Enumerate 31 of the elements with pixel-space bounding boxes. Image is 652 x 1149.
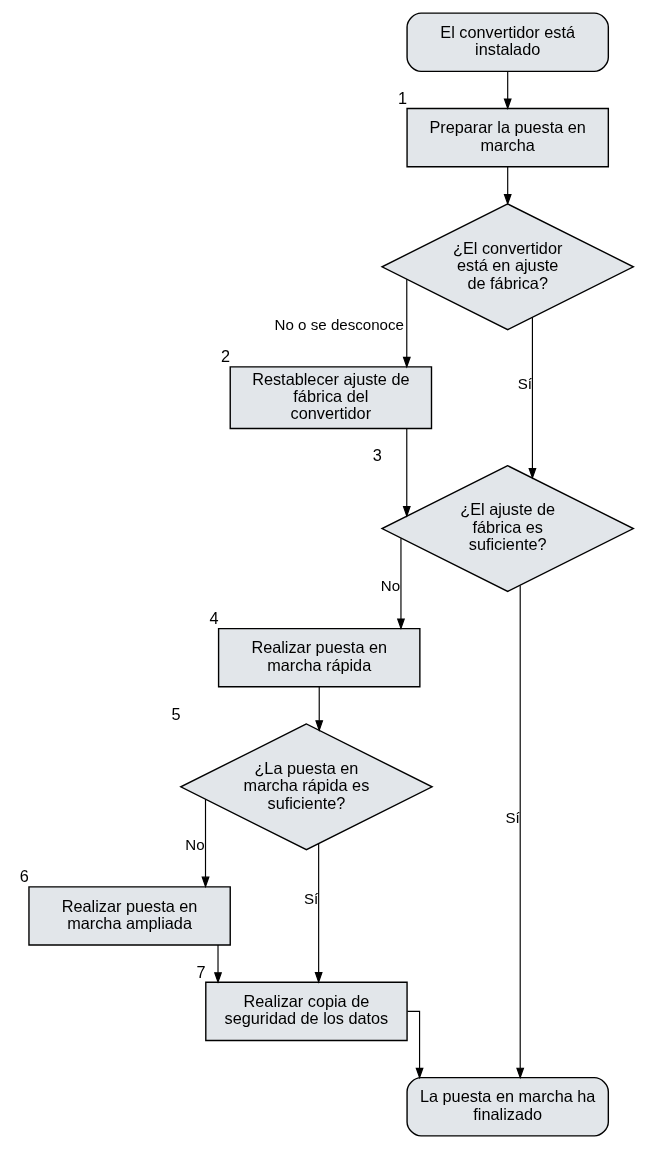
arrow [314,686,323,732]
node-box: Restablecer ajuste de fábrica del convertidor [229,366,432,430]
node-label: 3 [372,446,382,465]
arrow [402,278,411,369]
edge-label: Sí [517,374,532,392]
arrow [503,166,512,206]
arrow [503,70,512,111]
edge-label: No [380,576,400,594]
node-label: 5 [171,704,181,723]
node-box: Realizar copia de seguridad de los datos [204,981,408,1042]
node-box: La puesta en marcha ha finalizado [405,1076,609,1137]
arrow [213,944,222,984]
edge-label: Sí [505,808,520,826]
node-label: 2 [220,347,230,366]
node-box: El convertidor está instalado [405,12,609,73]
node-label: 4 [208,609,218,628]
node-label: 7 [196,962,206,981]
arrow [314,843,323,984]
node-box: Realizar puesta en marcha rápida [217,627,421,688]
node-label: 1 [397,89,407,108]
edge-label: No [184,836,205,854]
arrow [527,316,536,480]
node-box: Preparar la puesta en marcha [405,107,609,168]
edge-label: Sí [303,890,318,908]
arrow [200,798,210,889]
arrow [515,584,524,1080]
arrow [396,537,405,631]
node-label: 6 [19,867,29,886]
edge-label: No o se desconoce [274,316,404,334]
node-box: Realizar puesta en marcha ampliada [27,886,231,946]
arrow [402,428,411,518]
